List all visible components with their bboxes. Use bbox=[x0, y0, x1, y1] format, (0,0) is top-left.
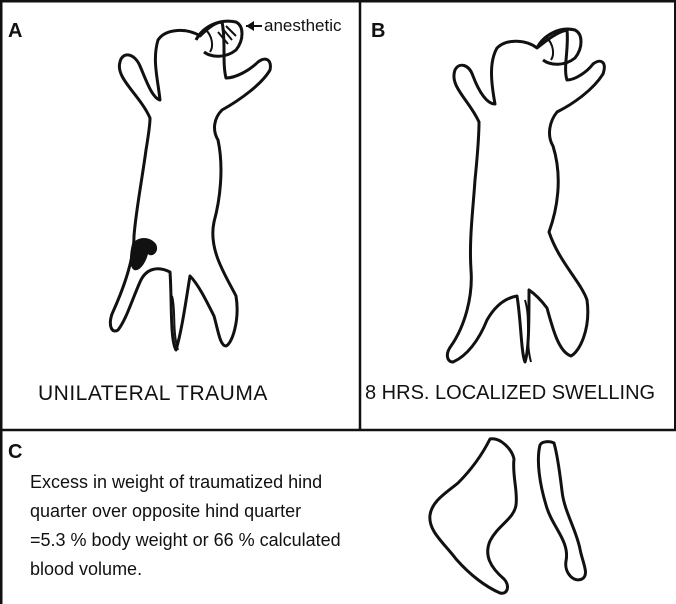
note-line: Excess in weight of traumatized hind bbox=[30, 468, 420, 497]
note-line: quarter over opposite hind quarter bbox=[30, 497, 420, 526]
panel-a: A anesthetic UNILATERAL TRAUMA bbox=[0, 0, 360, 430]
dog-outline-a bbox=[0, 0, 360, 430]
anesthetic-label: anesthetic bbox=[264, 16, 342, 36]
panel-b-caption: 8 HRS. LOCALIZED SWELLING bbox=[365, 382, 655, 405]
panel-a-caption: UNILATERAL TRAUMA bbox=[38, 382, 268, 406]
weight-excess-note: Excess in weight of traumatized hind qua… bbox=[30, 468, 420, 584]
note-line: blood volume. bbox=[30, 555, 420, 584]
note-line: =5.3 % body weight or 66 % calculated bbox=[30, 526, 420, 555]
panel-b: B 8 HRS. LOCALIZED SWELLING bbox=[361, 0, 676, 430]
panel-c: C Excess in weight of traumatized hind q… bbox=[0, 431, 676, 604]
dog-outline-b bbox=[361, 0, 676, 430]
